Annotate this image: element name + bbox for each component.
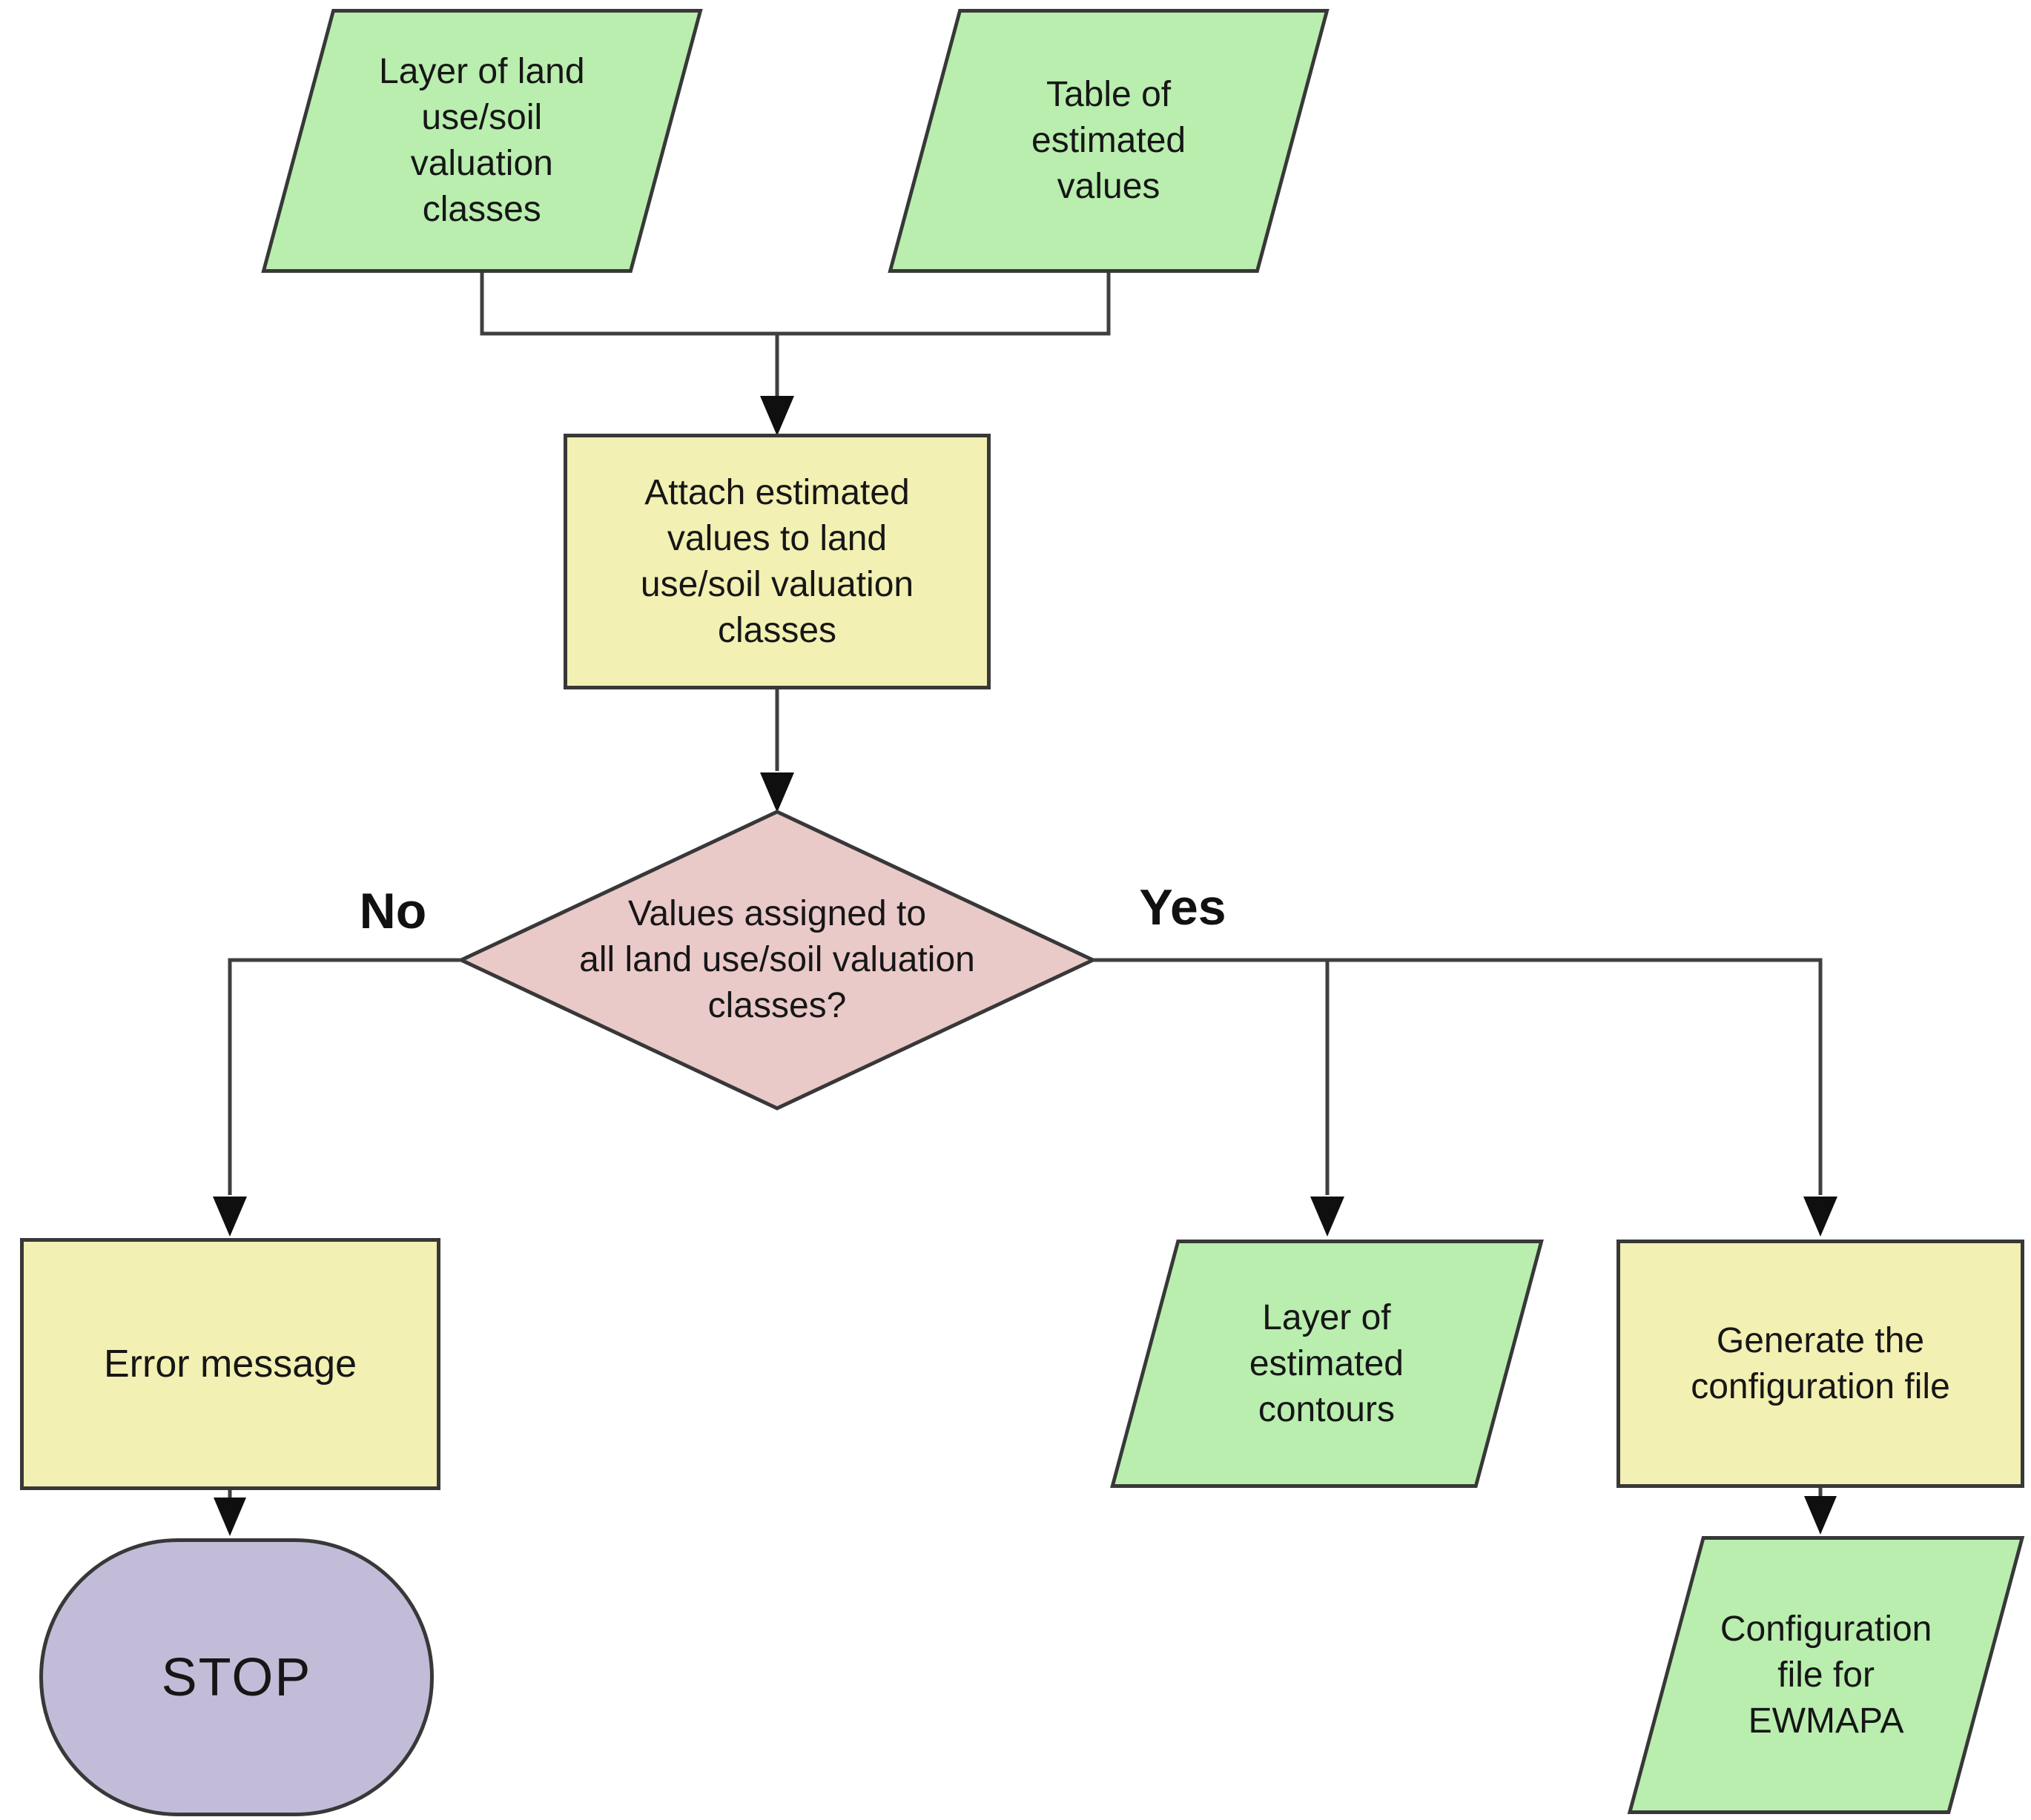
node-table-estimated-values-label: Table of estimated values [1031, 75, 1186, 206]
node-layer-estimated-contours-label: Layer of estimated contours [1249, 1297, 1404, 1429]
node-decision: Values assigned to all land use/soil val… [480, 891, 1074, 1029]
node-error-message-label: Error message [104, 1343, 357, 1386]
arrowhead-config-icon [1804, 1496, 1837, 1535]
edge-label-no: No [359, 883, 427, 939]
arrowhead-stop-icon [214, 1498, 246, 1536]
node-table-estimated-values: Table of estimated values [888, 9, 1330, 273]
node-layer-land-use: Layer of land use/soil valuation classes [261, 9, 703, 273]
arrowhead-decision-icon [760, 772, 794, 813]
node-decision-label: Values assigned to all land use/soil val… [579, 894, 975, 1025]
edge-merge [480, 273, 1111, 336]
node-decision-shape [457, 810, 1097, 1111]
node-stop: STOP [39, 1538, 434, 1816]
edge-label-yes: Yes [1139, 879, 1226, 936]
node-generate-config: Generate the configuration file [1616, 1240, 2024, 1488]
node-generate-config-label: Generate the configuration file [1691, 1320, 1950, 1406]
node-attach-values-label: Attach estimated values to land use/soil… [640, 472, 914, 650]
node-layer-estimated-contours: Layer of estimated contours [1110, 1240, 1544, 1488]
edge-decision-no [228, 958, 461, 1195]
node-layer-land-use-label: Layer of land use/soil valuation classes [379, 52, 585, 229]
arrowhead-attach-icon [760, 396, 794, 436]
node-config-file-ewmapa-label: Configuration file for EWMAPA [1720, 1609, 1932, 1741]
edge-decision-yes [1093, 958, 1823, 1195]
node-error-message: Error message [20, 1238, 440, 1490]
arrowhead-generate-icon [1803, 1197, 1837, 1237]
arrowhead-contours-icon [1310, 1197, 1344, 1237]
arrowhead-error-icon [213, 1197, 247, 1237]
node-stop-label: STOP [161, 1647, 312, 1707]
node-attach-values: Attach estimated values to land use/soil… [564, 434, 991, 689]
